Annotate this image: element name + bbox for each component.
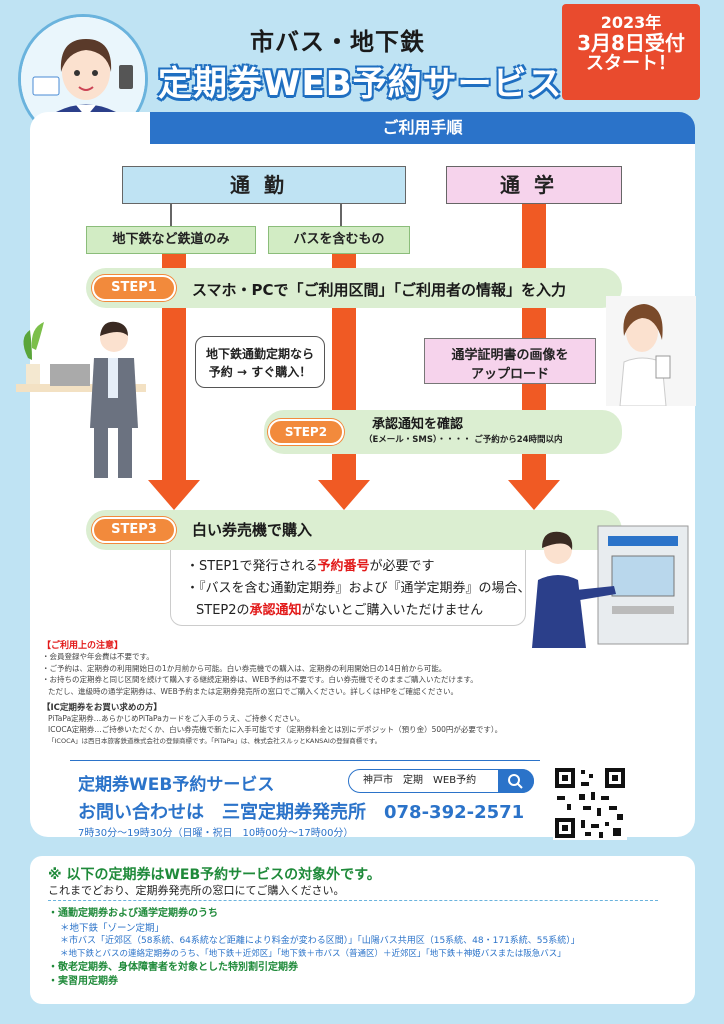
school-box-line2: アップロード: [470, 366, 549, 382]
requirement-1: ・STEP1で発行される予約番号が必要です: [186, 556, 435, 578]
step2-note: （Eメール・SMS）・・・・ ご予約から24時間以内: [364, 435, 563, 445]
step1-label: STEP1: [92, 275, 176, 301]
search-keywords: 神戸市 定期 WEB予約: [363, 775, 477, 786]
badge-start: スタート！: [586, 53, 676, 75]
header-subtitle: 市バス・地下鉄: [250, 28, 425, 56]
step3-label: STEP3: [92, 517, 176, 543]
note-1: ・会員登録や年会費は不要です。: [42, 652, 154, 661]
usage-notes: 【ご利用上の注意】 ・会員登録や年会費は不要です。 ・ご予約は、定期券の利用開始…: [42, 638, 602, 746]
exclusion-item-2: ・敬老定期券、身体障害者を対象とした特別割引定期券: [48, 961, 298, 973]
req1-prefix: ・STEP1で発行される: [186, 559, 318, 574]
exclusion-item-1b: ＊市バス「近郊区（58系統、64系統など距離により料金が変わる区間）」「山陽バス…: [60, 936, 580, 947]
exclusion-item-1a: ＊地下鉄「ゾーン定期」: [60, 922, 165, 934]
divider: [48, 900, 658, 901]
arrow-head-icon: [318, 480, 370, 510]
ic-note-2: ICOCA定期券…ご持参いただくか、白い券売機で新たに入手可能です（定期券料金と…: [48, 725, 503, 735]
page-title: 定期券WEB予約サービス: [158, 64, 563, 104]
ic-note-1: PiTaPa定期券…あらかじめPiTaPaカードをご入手のうえ、ご持参ください。: [48, 713, 305, 723]
rail-only-option: 地下鉄など鉄道のみ: [86, 226, 256, 254]
inquiry-line: お問い合わせは 三宮定期券発売所 078-392-2571: [78, 802, 525, 823]
procedure-heading: ご利用手順: [150, 112, 695, 144]
businessman-illustration: [10, 318, 160, 488]
step2-text: 承認通知を確認: [372, 417, 464, 432]
ic-notes-title: 【IC定期券をお買い求めの方】: [42, 702, 162, 713]
exclusion-item-1: ・通勤定期券および通学定期券のうち: [48, 908, 218, 919]
exclusions-title: ※ 以下の定期券はWEB予約サービスの対象外です。: [48, 867, 381, 883]
req2-suffix: がないとご購入いただけません: [301, 603, 484, 619]
service-name: 定期券WEB予約サービス: [78, 775, 275, 795]
subway-quick-purchase-bubble: 地下鉄通勤定期なら 予約 → すぐ購入！: [195, 336, 325, 388]
office-hours: 7時30分～19時30分（日曜・祝日 10時00分～17時00分）: [78, 828, 354, 839]
search-icon: [508, 774, 523, 789]
exclusion-item-1c: ＊地下鉄とバスの連絡定期券のうち、「地下鉄＋近郊区」「地下鉄＋市バス（普通区）＋…: [60, 949, 566, 960]
search-button[interactable]: [498, 769, 534, 793]
badge-date: 3月8日受付: [577, 30, 685, 55]
arrow-head-icon: [148, 480, 200, 510]
req2-line1: ・『バスを含む通勤定期券』および『通学定期券』の場合、: [186, 581, 531, 596]
ic-note-3: 「ICOCA」は西日本旅客鉄道株式会社の登録商標です。「PiTaPa」は、株式会…: [48, 736, 382, 745]
exclusion-item-3: ・実習用定期券: [48, 976, 118, 988]
req2-prefix: STEP2の: [196, 603, 250, 619]
search-keyword-box[interactable]: 神戸市 定期 WEB予約: [348, 769, 534, 793]
school-certificate-upload-box: 通学証明書の画像を アップロード: [424, 338, 596, 384]
note-3: ・お持ちの定期券と同じ区間を続けて購入する継続定期券は、WEB予約は不要です。白…: [42, 675, 478, 685]
school-category: 通学: [446, 166, 622, 204]
bubble-line2: 予約 → すぐ購入！: [208, 365, 312, 379]
exclusions-panel: [30, 856, 695, 1004]
reservation-number: 予約番号: [317, 559, 370, 574]
arrow-head-icon: [508, 480, 560, 510]
qr-code[interactable]: [553, 766, 627, 840]
step2-label: STEP2: [268, 419, 344, 445]
note-4: ただし、進級時の通学定期券は、WEB予約または定期券発売所の窓口でご購入ください…: [48, 686, 458, 696]
student-illustration: [606, 296, 696, 407]
note-2: ・ご予約は、定期券の利用開始日の1か月前から可能。白い券売機での購入は、定期券の…: [42, 663, 447, 673]
commute-category: 通勤: [122, 166, 406, 204]
step1-text: スマホ・PCで「ご利用区間」「ご利用者の情報」を入力: [192, 281, 567, 299]
start-date-badge: 2023年 3月8日受付 スタート！: [562, 4, 700, 100]
exclusions-list: ・通勤定期券および通学定期券のうち ＊地下鉄「ゾーン定期」 ＊市バス「近郊区（5…: [48, 907, 688, 990]
req1-suffix: が必要です: [369, 559, 435, 574]
badge-year: 2023年: [600, 13, 662, 32]
ticket-machine-illustration: [528, 520, 694, 648]
connector-line: [340, 204, 342, 226]
step3-text: 白い券売機で購入: [192, 521, 313, 539]
notes-title: 【ご利用上の注意】: [42, 641, 124, 651]
exclusions-subtitle: これまでどおり、定期券発売所の窓口にてご購入ください。: [48, 884, 345, 897]
requirement-2: ・『バスを含む通勤定期券』および『通学定期券』の場合、 STEP2の承認通知がな…: [186, 578, 531, 622]
step3-requirements-box: [170, 550, 526, 626]
divider: [70, 760, 540, 761]
school-box-line1: 通学証明書の画像を: [451, 348, 569, 363]
bubble-line1: 地下鉄通勤定期なら: [205, 347, 314, 361]
connector-line: [170, 204, 172, 226]
req2-line2: STEP2の承認通知がないとご購入いただけません: [186, 600, 531, 622]
bus-included-option: バスを含むもの: [268, 226, 410, 254]
approval-notice: 承認通知: [249, 603, 302, 619]
